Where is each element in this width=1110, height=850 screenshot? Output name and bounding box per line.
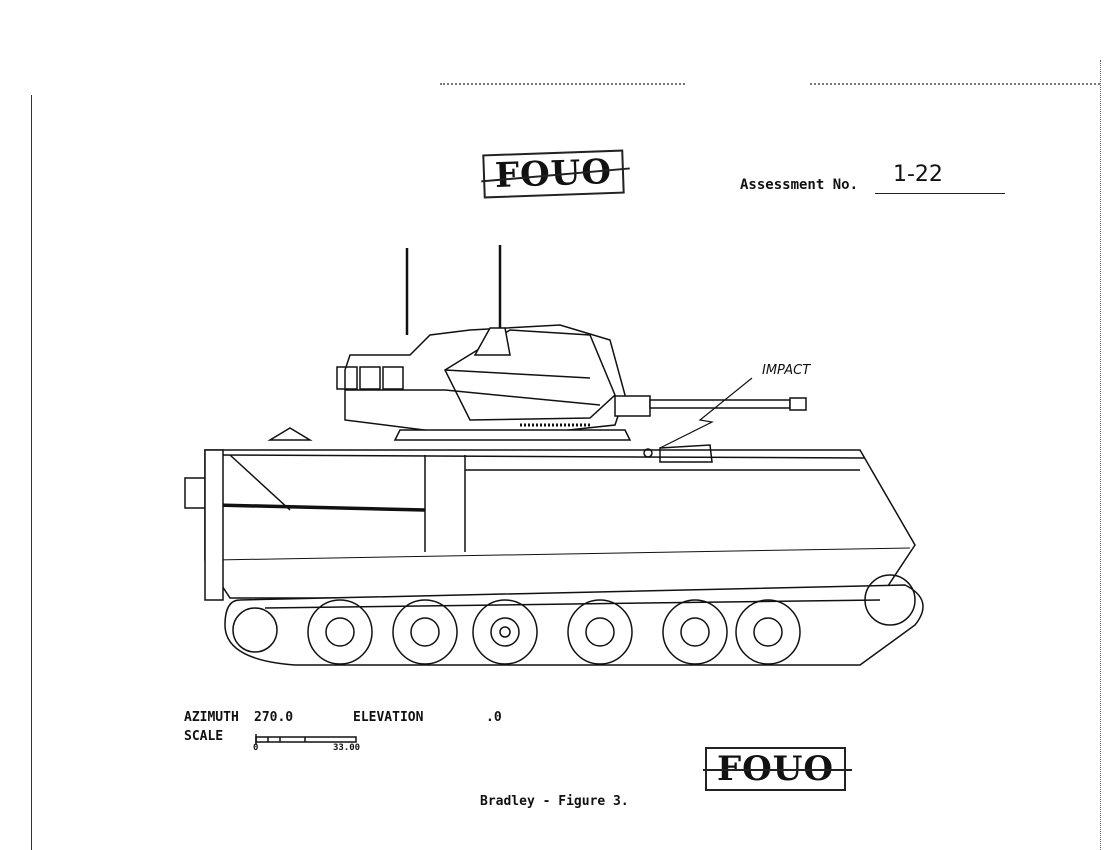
top-scan-noise-right (810, 83, 1100, 86)
top-scan-noise (440, 83, 685, 86)
scale-bar (255, 734, 357, 745)
elevation-label: ELEVATION (353, 710, 424, 725)
impact-point (643, 448, 653, 458)
hull (184, 427, 916, 601)
left-margin-line (31, 95, 32, 850)
assessment-label: Assessment No. (740, 177, 859, 193)
right-margin-line (1100, 60, 1102, 850)
track-and-road-wheels (224, 574, 924, 666)
azimuth-label: AZIMUTH (184, 710, 239, 725)
assessment-underline (875, 193, 1005, 194)
elevation-value: .0 (486, 710, 502, 725)
scale-label: SCALE (184, 729, 224, 744)
stamp-strike (703, 769, 853, 771)
assessment-number: 1-22 (893, 162, 943, 187)
impact-annotation: IMPACT (762, 363, 811, 378)
scale-min: 0 (253, 743, 259, 753)
figure-caption: Bradley - Figure 3. (480, 794, 629, 809)
azimuth-value: 270.0 (254, 710, 294, 725)
main-gun (614, 395, 807, 417)
fouo-stamp-bottom: FOUO (703, 747, 853, 791)
turret (336, 324, 632, 441)
scale-max: 33.00 (333, 743, 361, 753)
impact-leader-line (659, 377, 753, 449)
